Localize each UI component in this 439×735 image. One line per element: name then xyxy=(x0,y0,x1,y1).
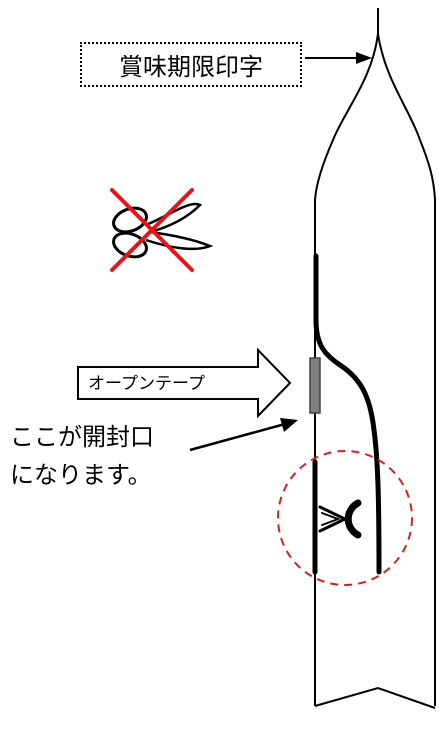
opening-arrow xyxy=(189,418,298,452)
package-right-edge xyxy=(377,33,436,706)
inner-fold xyxy=(312,253,382,575)
expiry-print-label: 賞味期限印字 xyxy=(80,42,302,87)
opening-highlight-circle xyxy=(277,450,413,586)
opening-text-line1: ここが開封口 xyxy=(10,423,154,451)
expiry-arrow xyxy=(305,52,372,64)
expiry-print-text: 賞味期限印字 xyxy=(119,53,263,81)
package-left-edge xyxy=(314,33,379,706)
package-outline xyxy=(314,8,436,709)
open-tape-strip xyxy=(309,357,321,414)
package-bottom-edge xyxy=(314,686,436,709)
opening-description: ここが開封口 になります。 xyxy=(10,418,200,494)
cross-icon xyxy=(110,188,194,272)
inner-fold-line xyxy=(313,253,382,575)
scissors-icon xyxy=(112,202,214,259)
open-tape-arrow xyxy=(77,347,292,419)
opening-text-line2: になります。 xyxy=(10,461,152,489)
open-direction-mark-icon xyxy=(318,499,362,539)
open-tape-label: オープンテープ xyxy=(88,374,205,394)
